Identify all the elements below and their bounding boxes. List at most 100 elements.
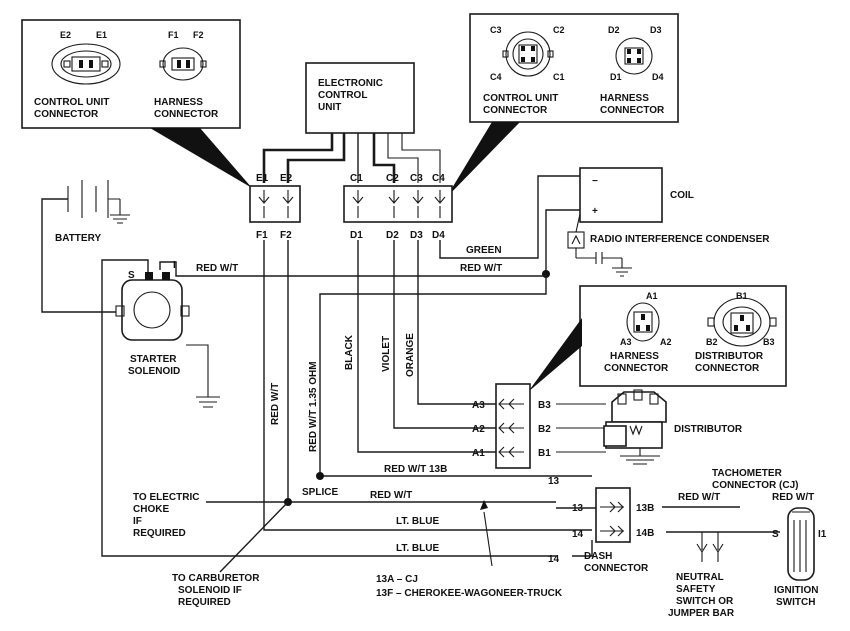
tach-label-1: TACHOMETER [712, 468, 783, 479]
inset-a-distributor-label-1: DISTRIBUTOR [695, 351, 764, 362]
conn-a-pin-1: A3 [472, 400, 485, 411]
distributor-label: DISTRIBUTOR [674, 424, 743, 435]
neutral-label-3: SWITCH OR [676, 596, 734, 607]
note-pointer-arrow [480, 500, 488, 510]
pin-label-b3: B3 [763, 337, 775, 347]
note-13a: 13A – CJ [376, 574, 418, 585]
choke-label-4: REQUIRED [133, 528, 186, 539]
pin-label-e2: E2 [60, 30, 71, 40]
inset-e-pointer [150, 128, 252, 188]
orange-wire [417, 240, 496, 405]
carb-label-3: REQUIRED [178, 597, 231, 608]
inset-a-distributor-label-2: CONNECTOR [695, 363, 760, 374]
pin-label-c2: C2 [553, 25, 565, 35]
solenoid-s-label: S [128, 270, 135, 281]
violet-wire-label: VIOLET [381, 336, 392, 372]
choke-label-2: CHOKE [133, 504, 169, 515]
pin-label-b1: B1 [736, 291, 748, 301]
electronic-control-unit: ELECTRONIC CONTROL UNIT [305, 62, 415, 134]
orange-wire-label: ORANGE [405, 333, 416, 377]
dash-pin-right-2: 14B [636, 528, 654, 539]
pin-label-a2: A2 [660, 337, 672, 347]
splice-dot [316, 472, 324, 480]
neutral-label-1: NEUTRAL [676, 572, 724, 583]
red-wt-13b-label: RED W/T 13B [384, 464, 447, 475]
lt-blue-label-2: LT. BLUE [396, 543, 439, 554]
note-pointer-line [483, 511, 493, 567]
pin-label-a1: A1 [646, 291, 658, 301]
inset-e-control-label-1: CONTROL UNIT [34, 97, 109, 108]
inset-c-connectors: C3 C2 C4 C1 D2 D3 D1 D4 CONTROL UNIT CO [446, 13, 679, 198]
conn-c-pin-4: C4 [432, 173, 445, 184]
f1-wire [263, 240, 556, 531]
connector-c-d: C1 C2 C3 C4 D1 D2 D3 D4 [343, 173, 453, 241]
black-wire-label: BLACK [344, 334, 355, 370]
red-wt-label-4: RED W/T [678, 492, 720, 503]
connector-a-b: A3 A2 A1 B3 B2 B1 [472, 383, 551, 469]
inset-a-harness-label-1: HARNESS [610, 351, 659, 362]
inset-c-harness-label-2: CONNECTOR [600, 105, 665, 116]
tach-label-2: CONNECTOR (CJ) [712, 480, 798, 491]
starter-solenoid-label-2: SOLENOID [128, 366, 180, 377]
starter-solenoid: S I STARTER SOLENOID [115, 260, 190, 377]
conn-d-pin-3: D3 [410, 230, 423, 241]
inset-e-connectors: E2 E1 F1 F2 CONTROL UNIT CONNECTOR HARNE… [21, 19, 252, 188]
coil-positive-wire [545, 209, 580, 272]
red-wt-vertical-label: RED W/T [270, 383, 281, 425]
red-wt-label-1: RED W/T [196, 263, 238, 274]
conn-d-pin-2: D2 [386, 230, 399, 241]
coil-label: COIL [670, 190, 694, 201]
conn-c-pin-1: C1 [350, 173, 363, 184]
harness-connector-d-icon [615, 37, 653, 75]
green-wire [439, 175, 580, 259]
inset-e-harness-label-2: CONNECTOR [154, 109, 219, 120]
conn-d-pin-1: D1 [350, 230, 363, 241]
ecu-label-1: ELECTRONIC [318, 78, 383, 89]
pin-label-c4: C4 [490, 72, 502, 82]
connector-e-f: E1 E2 F1 F2 [249, 173, 301, 241]
pin-label-f1: F1 [168, 30, 179, 40]
green-wire-label: GREEN [466, 245, 502, 256]
pin-label-c1: C1 [553, 72, 565, 82]
pin-label-b2: B2 [706, 337, 718, 347]
inset-a-pointer [528, 318, 582, 392]
inset-c-control-label-1: CONTROL UNIT [483, 93, 558, 104]
red-wt-label-2: RED W/T [460, 263, 502, 274]
ignition-s-label: S [772, 529, 779, 540]
pin-label-d2: D2 [608, 25, 620, 35]
distributor: DISTRIBUTOR [556, 389, 743, 465]
choke-label-3: IF [133, 516, 142, 527]
battery-cable [41, 198, 116, 313]
splice-label: SPLICE [302, 487, 338, 498]
conn-f-pin-1: F1 [256, 230, 268, 241]
solenoid-ground-icon [186, 344, 220, 408]
red-wt-label-3: RED W/T [370, 490, 412, 501]
ecu-label-2: CONTROL [318, 90, 367, 101]
red-wt-label-5: RED W/T [772, 492, 814, 503]
neutral-label-2: SAFETY [676, 584, 716, 595]
control-unit-connector-c-icon [502, 31, 554, 77]
conn-f-pin-2: F2 [280, 230, 292, 241]
ignition-label-2: SWITCH [776, 597, 815, 608]
conn-b-pin-3: B1 [538, 448, 551, 459]
radio-interference-condenser: RADIO INTERFERENCE CONDENSER [567, 213, 770, 277]
conn-b-pin-2: B2 [538, 424, 551, 435]
ignition-switch: S I1 IGNITION SWITCH [772, 507, 827, 608]
carb-label-2: SOLENOID IF [178, 585, 242, 596]
ignition-label-1: IGNITION [774, 585, 818, 596]
ecu-label-3: UNIT [318, 102, 341, 113]
ignition-coil: COIL − + [579, 167, 694, 223]
pin-label-d3: D3 [650, 25, 662, 35]
conn-e-pin-1: E1 [256, 173, 269, 184]
solenoid-s-wire [101, 259, 556, 557]
pin-label-c3: C3 [490, 25, 502, 35]
battery-label: BATTERY [55, 233, 101, 244]
control-unit-connector-e-icon [51, 43, 121, 85]
distributor-connector-b-icon [707, 297, 777, 347]
pin-label-f2: F2 [193, 30, 204, 40]
ignition-i1-label: I1 [818, 529, 827, 540]
starter-solenoid-label-1: STARTER [130, 354, 177, 365]
lt-blue-label-1: LT. BLUE [396, 516, 439, 527]
inset-c-harness-label-1: HARNESS [600, 93, 649, 104]
